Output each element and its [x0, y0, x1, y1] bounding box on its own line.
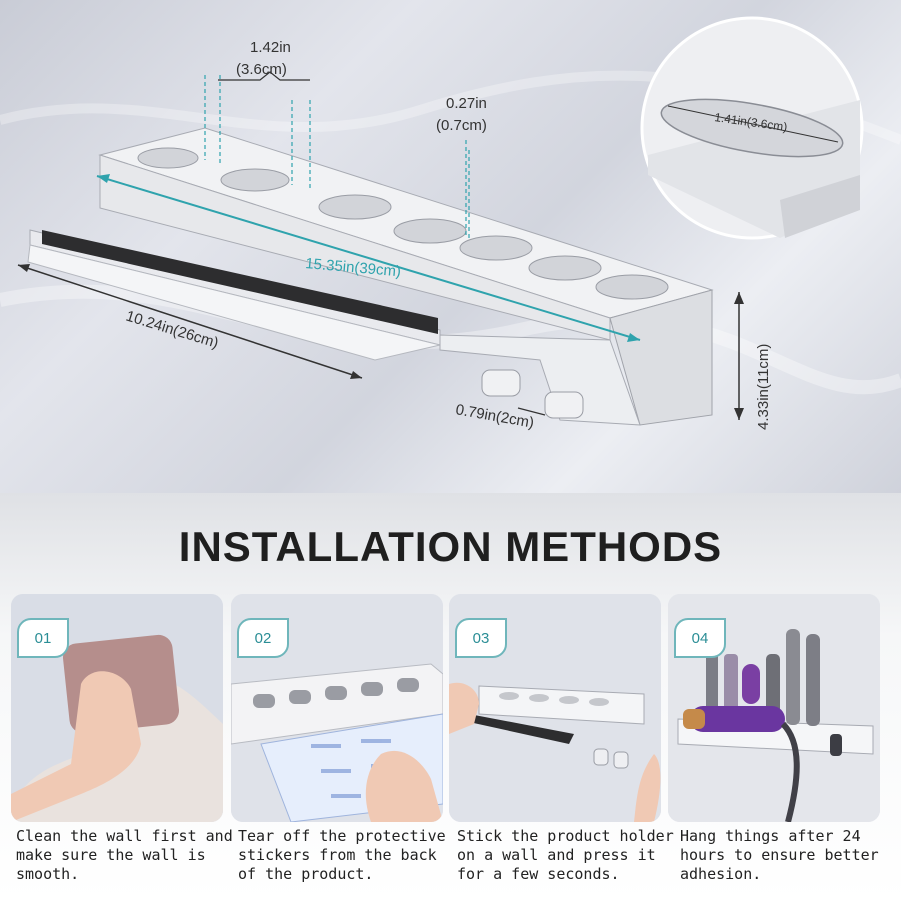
caption-line: of the product. — [238, 865, 374, 883]
caption-line: smooth. — [16, 865, 80, 883]
height-label: 4.33in(11cm) — [755, 344, 772, 430]
step-3-caption: Stick the product holder on a wall and p… — [457, 827, 677, 884]
hole-width-label: 1.42in — [250, 39, 291, 56]
step-3-badge: 03 — [455, 618, 507, 658]
caption-line: Clean the wall first and — [16, 827, 233, 845]
caption-line: make sure the wall is — [16, 846, 206, 864]
hole-width-cm-label: (3.6cm) — [236, 61, 287, 78]
gap-width-label: 0.27in — [446, 95, 487, 112]
caption-line: Hang things after 24 — [680, 827, 861, 845]
step-2-caption: Tear off the protective stickers from th… — [238, 827, 458, 884]
step-2-photo: 02 — [231, 594, 443, 822]
caption-line: adhesion. — [680, 865, 762, 883]
installation-section: INSTALLATION METHODS 01 — [0, 493, 901, 901]
hole-detail-zoom: 1.41in(3.6cm) — [640, 16, 864, 240]
step-1-photo: 01 — [11, 594, 223, 822]
step-1-caption: Clean the wall first and make sure the w… — [16, 827, 236, 884]
caption-line: for a few seconds. — [457, 865, 620, 883]
step-4-caption: Hang things after 24 hours to ensure bet… — [680, 827, 900, 884]
hook-gap-label: 0.79in(2cm) — [454, 401, 535, 431]
caption-line: stickers from the back — [238, 846, 437, 864]
caption-line: on a wall and press it — [457, 846, 656, 864]
caption-line: Stick the product holder — [457, 827, 674, 845]
product-dimension-diagram: 1.41in(3.6cm) 1.42in (3.6cm) 0.27in (0.7… — [0, 0, 901, 493]
holder-bar — [98, 127, 714, 426]
dimension-lines — [17, 71, 744, 420]
step-4-badge: 04 — [674, 618, 726, 658]
gap-width-cm-label: (0.7cm) — [436, 117, 487, 134]
caption-line: Tear off the protective — [238, 827, 446, 845]
holder-illustration: 1.41in(3.6cm) 1.42in (3.6cm) 0.27in (0.7… — [17, 16, 864, 432]
step-2-badge: 02 — [237, 618, 289, 658]
caption-line: hours to ensure better — [680, 846, 879, 864]
step-3-photo: 03 — [449, 594, 661, 822]
section-title: INSTALLATION METHODS — [178, 523, 723, 570]
step-4-photo: 04 — [668, 594, 880, 822]
sticking-holder-illustration — [449, 594, 661, 822]
wiping-wall-illustration — [11, 594, 223, 822]
shelf-tray — [27, 229, 441, 361]
step-1-badge: 01 — [17, 618, 69, 658]
